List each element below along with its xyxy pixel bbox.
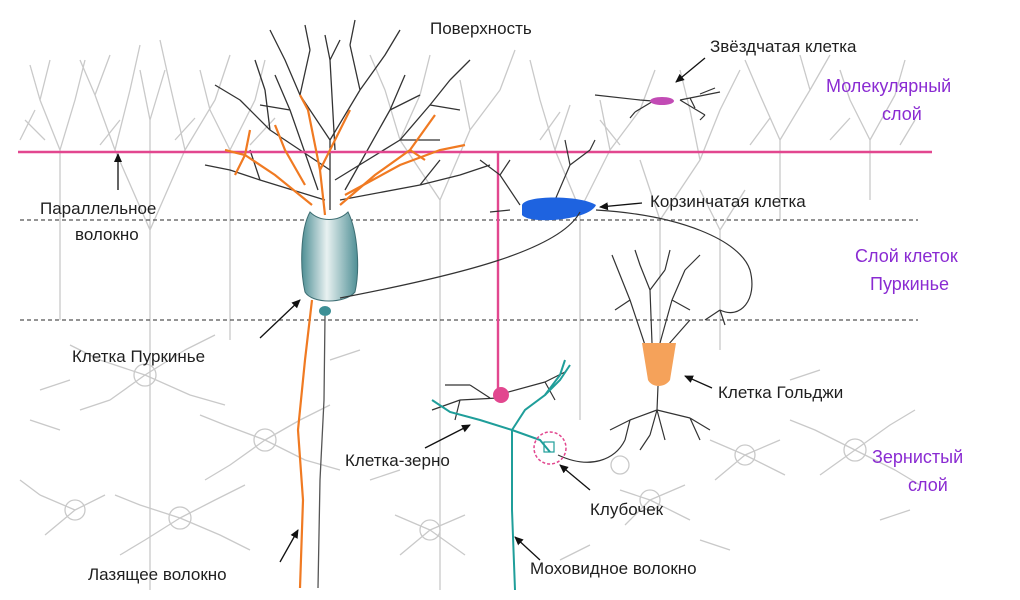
label-stellate-cell: Звёздчатая клетка <box>710 37 857 56</box>
layer-granular-line2: слой <box>908 475 948 495</box>
parallel-fiber <box>18 150 932 390</box>
arrow-purkinje <box>259 299 301 339</box>
basket-cell <box>339 139 753 326</box>
glomerulus <box>533 431 567 465</box>
label-purkinje-cell: Клетка Пуркинье <box>72 347 205 366</box>
arrow-glomerulus <box>559 464 591 491</box>
granule-cell <box>431 371 566 421</box>
label-parallel-fiber-line1: Параллельное <box>40 199 156 218</box>
callout-arrows <box>114 57 713 563</box>
arrow-mossy <box>514 536 541 561</box>
golgi-cell <box>557 249 711 463</box>
layer-boundaries <box>20 219 918 321</box>
arrow-granule <box>424 424 471 449</box>
layer-purkinje-line2: Пуркинье <box>870 274 949 294</box>
label-mossy-fiber: Моховидное волокно <box>530 559 697 578</box>
label-golgi-cell: Клетка Гольджи <box>718 383 843 402</box>
arrow-climbing <box>279 529 299 563</box>
label-surface: Поверхность <box>430 19 532 38</box>
label-basket-cell: Корзинчатая клетка <box>650 192 806 211</box>
layer-granular-line1: Зернистый <box>872 447 963 467</box>
purkinje-cell <box>301 211 359 589</box>
label-granule-cell: Клетка-зерно <box>345 451 450 470</box>
mossy-fiber <box>431 359 571 591</box>
label-glomerulus: Клубочек <box>590 500 664 519</box>
stellate-cell <box>594 87 721 121</box>
arrow-stellate <box>675 57 706 83</box>
background-neurons <box>19 39 921 590</box>
climbing-fiber <box>224 94 466 589</box>
layer-purkinje-line1: Слой клеток <box>855 246 958 266</box>
layer-molecular-line2: слой <box>882 104 922 124</box>
arrow-golgi <box>684 375 713 389</box>
label-parallel-fiber-line2: волокно <box>75 225 139 244</box>
layer-molecular-line1: Молекулярный <box>826 76 951 96</box>
arrow-basket <box>599 202 643 211</box>
label-climbing-fiber: Лазящее волокно <box>88 565 227 584</box>
labels: Поверхность Звёздчатая клетка Параллельн… <box>40 19 963 584</box>
